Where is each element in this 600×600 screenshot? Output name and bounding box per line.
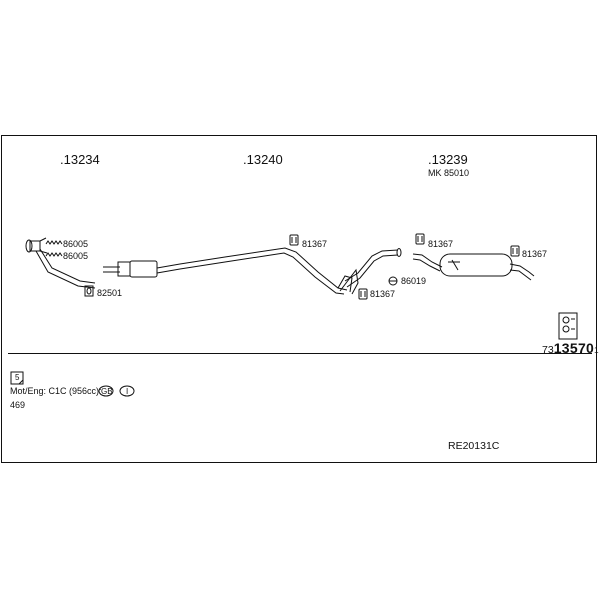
callout-clamp-a: 86005 [63,239,89,249]
section-divider [8,353,592,354]
group-sub-number-3: MK 85010 [428,168,470,178]
callout-clamp-c: 86019 [401,276,427,286]
group-number-1: .13234 [60,152,100,167]
engine-info: Mot/Eng: C1C (956cc): [10,386,102,396]
rear-silencer [412,253,535,281]
callout-hanger-4: 81367 [522,249,548,259]
badges [98,385,135,397]
reference-prefix: 73 [542,344,554,356]
document-icon [10,371,24,385]
engine-code: 469 [10,400,26,410]
middle-section [103,247,348,295]
callout-hanger-1: 81367 [302,239,328,249]
badge-2-label: I [126,387,129,396]
gasket-icon [84,285,94,297]
info-icon-number: 5 [15,373,20,382]
callout-clamp-b: 86005 [63,251,89,261]
callout-hanger-2: 81367 [370,289,396,299]
clamp-icon [388,276,398,286]
bracket-section [337,248,402,295]
hanger-icons [289,233,520,300]
badge-1-label: GB [101,387,113,396]
callout-gasket: 82501 [97,288,123,298]
reference-main: 13570 [553,340,595,356]
diagram-frame [1,135,597,463]
group-number-3: .13239 [428,152,468,167]
spring-clamp-icons [45,240,63,257]
reference-suffix: 1 [594,346,599,355]
certification-icon [558,312,578,340]
catalog-code: RE20131C [448,440,500,452]
callout-hanger-3: 81367 [428,239,454,249]
front-pipe [25,237,96,289]
group-number-2: .13240 [243,152,283,167]
reference-number: 73135701 [542,341,599,357]
